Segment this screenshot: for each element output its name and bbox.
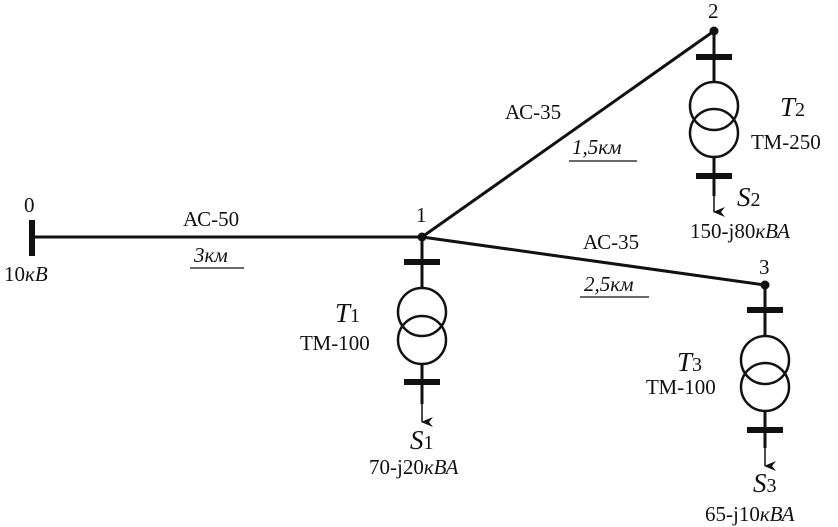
t3-winding-secondary bbox=[739, 361, 791, 413]
line-0-1-type: АС-50 bbox=[183, 207, 239, 231]
t2-label: T2 bbox=[780, 92, 805, 122]
source-voltage: 10кВ bbox=[4, 262, 48, 286]
source-node-0: 0 10кВ bbox=[4, 193, 48, 286]
line-1-3-length: 2,5км bbox=[584, 272, 633, 296]
t3-label: T3 bbox=[677, 347, 702, 377]
line-0-1-length: 3км bbox=[193, 243, 228, 267]
t1-winding-secondary bbox=[396, 314, 448, 366]
t1-model: ТМ-100 bbox=[300, 331, 370, 355]
t1-winding-primary bbox=[396, 286, 448, 338]
line-1-3-type: АС-35 bbox=[583, 230, 639, 254]
unit-suffix: кВА bbox=[424, 455, 459, 479]
unit-suffix: кВА bbox=[755, 219, 790, 243]
line-1-3-wire bbox=[421, 235, 766, 287]
line-1-2-wire bbox=[421, 29, 715, 239]
s1-load-value: 70-j20кВА bbox=[369, 455, 459, 479]
t2-winding-primary bbox=[688, 80, 740, 132]
s3-label: S3 bbox=[753, 468, 777, 498]
line-0-1: АС-50 3км bbox=[32, 207, 422, 269]
unit-suffix: кВ bbox=[25, 262, 48, 286]
t1-label: T1 bbox=[335, 298, 360, 328]
transformer-t3-branch: T3 ТМ-100 S3 65-j10кВА bbox=[646, 285, 795, 526]
transformer-t2-branch: T2 ТМ-250 S2 150-j80кВА bbox=[688, 31, 821, 243]
node-0-label: 0 bbox=[24, 193, 35, 217]
t3-model: ТМ-100 bbox=[646, 375, 716, 399]
node-2-label: 2 bbox=[708, 0, 719, 23]
transformer-t1-branch: T1 ТМ-100 S1 70-j20кВА bbox=[300, 237, 459, 479]
s2-label: S2 bbox=[737, 182, 761, 212]
line-1-2: АС-35 1,5км bbox=[421, 29, 715, 239]
line-1-2-length: 1,5км bbox=[572, 135, 621, 159]
t2-winding-secondary bbox=[688, 107, 740, 159]
s2-load-value: 150-j80кВА bbox=[690, 219, 790, 243]
t2-model: ТМ-250 bbox=[751, 130, 821, 154]
node-2: 2 bbox=[708, 0, 719, 36]
node-3: 3 bbox=[759, 255, 770, 290]
s3-load-value: 65-j10кВА bbox=[705, 502, 795, 526]
node-1-label: 1 bbox=[416, 203, 427, 227]
line-1-2-type: АС-35 bbox=[505, 100, 561, 124]
line-1-3: АС-35 2,5км bbox=[421, 230, 766, 298]
s1-label: S1 bbox=[410, 425, 434, 455]
t3-winding-primary bbox=[739, 334, 791, 386]
unit-suffix: кВА bbox=[760, 502, 795, 526]
node-3-label: 3 bbox=[759, 255, 770, 279]
